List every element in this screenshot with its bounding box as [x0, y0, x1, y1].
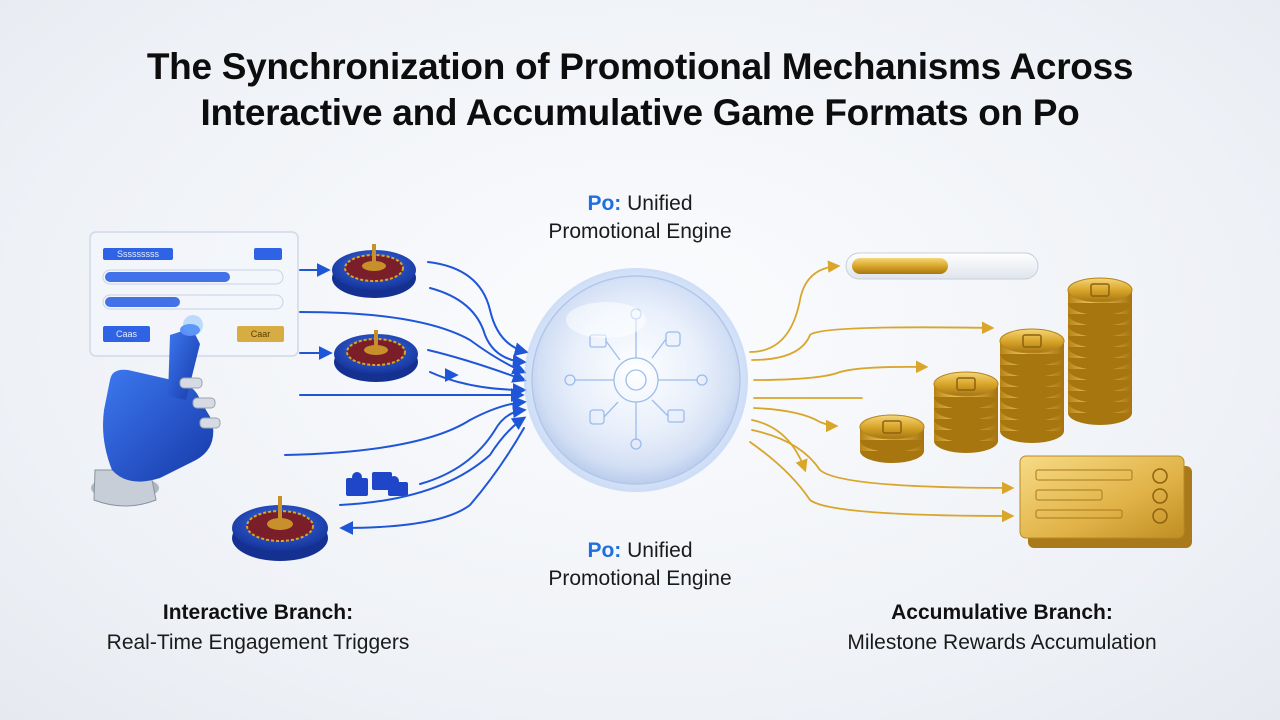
- unified-engine-orb: [524, 268, 748, 492]
- interactive-flow-arrows: [284, 261, 529, 535]
- roulette-wheel-icon-3: [232, 496, 328, 561]
- accumulative-branch-head: Accumulative Branch:: [891, 601, 1113, 624]
- engine-brand-top: Po:: [587, 192, 622, 215]
- accumulative-branch-label: Accumulative Branch: Milestone Rewards A…: [792, 598, 1212, 658]
- panel-button-right: Caar: [250, 329, 271, 339]
- interactive-branch-sub: Real-Time Engagement Triggers: [106, 631, 410, 654]
- title-line-2: Interactive and Accumulative Game Format…: [200, 92, 1080, 133]
- interactive-branch-label: Interactive Branch: Real-Time Engagement…: [48, 598, 468, 658]
- panel-header-text: Sssssssss: [116, 249, 159, 259]
- roulette-wheel-icon-1: [332, 244, 416, 298]
- page-title: The Synchronization of Promotional Mecha…: [0, 44, 1280, 136]
- engine-brand-bottom: Po:: [587, 539, 622, 562]
- engine-label-top: Po: Unified Promotional Engine: [490, 190, 790, 246]
- engine-line1-top: Unified: [627, 192, 693, 215]
- interactive-branch-head: Interactive Branch:: [162, 601, 354, 624]
- engine-label-bottom: Po: Unified Promotional Engine: [490, 537, 790, 593]
- title-line-1: The Synchronization of Promotional Mecha…: [146, 46, 1134, 87]
- panel-button-left: Caas: [115, 329, 137, 339]
- coin-stacks-icon: [859, 277, 1133, 463]
- roulette-wheel-icon-2: [334, 330, 418, 382]
- ui-panel-illustration: [89, 231, 299, 357]
- accumulative-branch-sub: Milestone Rewards Accumulation: [847, 631, 1157, 654]
- accumulative-flow-arrows: [749, 260, 1015, 523]
- pointing-hand-icon: [91, 315, 221, 507]
- puzzle-pieces-icon: [346, 472, 408, 496]
- engine-line2-bottom: Promotional Engine: [548, 567, 732, 590]
- engine-line1-bottom: Unified: [627, 539, 693, 562]
- progress-tube-icon: [845, 252, 1039, 280]
- engine-line2-top: Promotional Engine: [548, 220, 732, 243]
- reward-card-icon: [1019, 455, 1192, 548]
